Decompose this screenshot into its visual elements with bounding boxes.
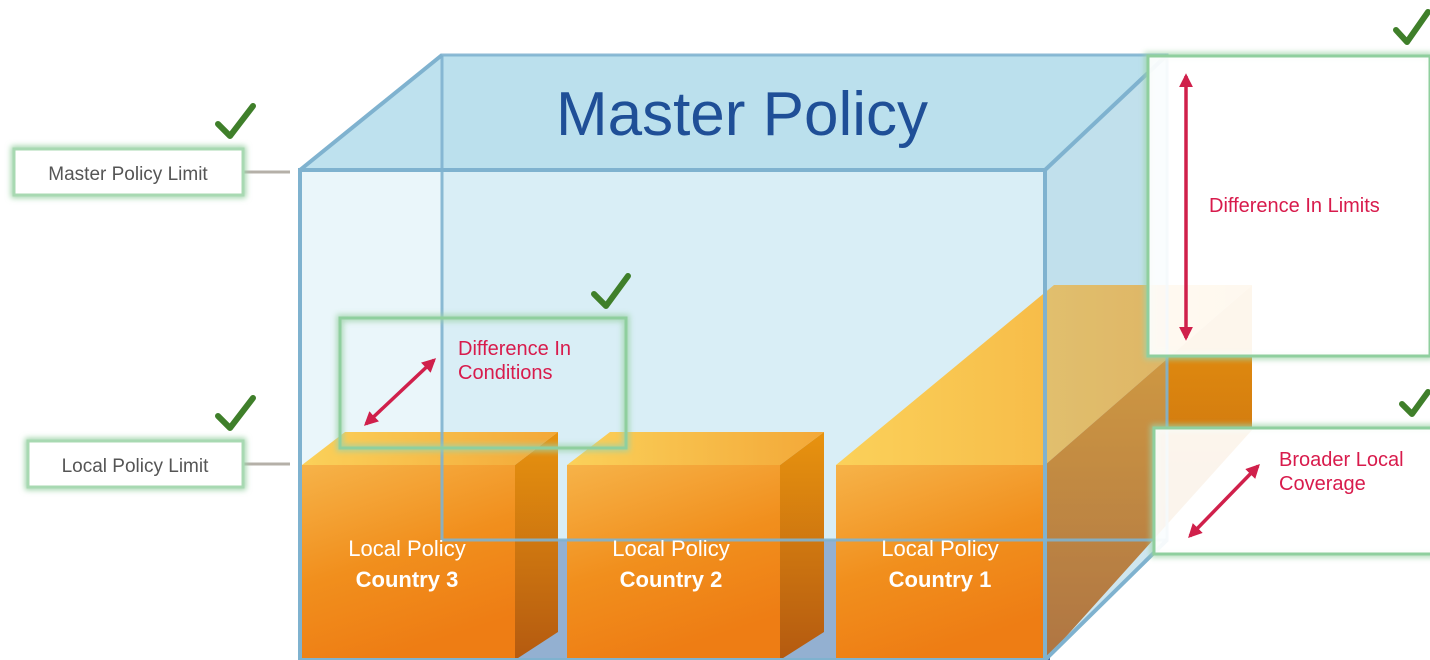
box-label-line1: Local Policy [612, 536, 729, 561]
box-label-line2: Country 1 [889, 567, 992, 592]
broader-coverage-callout: Broader Local Coverage [1150, 424, 1430, 558]
master-limit-label: Master Policy Limit [48, 164, 208, 185]
broader-coverage-line1: Broader Local [1279, 449, 1404, 471]
check-icon [215, 395, 256, 431]
diagram-title: Master Policy [556, 80, 928, 149]
box-label-line2: Country 2 [620, 567, 723, 592]
box-country-1-front [836, 465, 1045, 660]
diff-limits-callout: Difference In Limits [1144, 52, 1430, 360]
box-country-1-side [1045, 285, 1252, 660]
box-country-3-front [302, 465, 515, 660]
box-country-3-side [515, 432, 558, 660]
diff-limits-label: Difference In Limits [1209, 195, 1380, 217]
cube-right-overlay [1045, 55, 1167, 660]
cube-top-face [300, 55, 1167, 170]
double-arrow-icon [363, 358, 437, 426]
box-label-line2: Country 3 [356, 567, 459, 592]
box-label-country-1: Local Policy Country 1 [881, 536, 998, 592]
local-limit-label: Local Policy Limit [62, 456, 209, 477]
box-label-country-3: Local Policy Country 3 [348, 536, 465, 592]
box-label-line1: Local Policy [348, 536, 465, 561]
master-limit-callout: Master Policy Limit [11, 146, 246, 198]
check-icon [1399, 389, 1430, 417]
check-icon [1393, 9, 1430, 45]
check-icon [591, 273, 631, 309]
diff-conditions-line2: Conditions [458, 362, 553, 384]
check-icon [215, 103, 256, 139]
broader-coverage-line2: Coverage [1279, 473, 1366, 495]
box-label-line1: Local Policy [881, 536, 998, 561]
box-country-2-front [567, 465, 780, 660]
diff-conditions-line1: Difference In [458, 338, 571, 360]
box-label-country-2: Local Policy Country 2 [612, 536, 729, 592]
double-arrow-icon [1188, 463, 1260, 539]
diff-conditions-callout: Difference In Conditions [336, 314, 630, 452]
box-country-2-side [780, 432, 824, 660]
local-limit-callout: Local Policy Limit [25, 438, 246, 490]
box-country-2-top [567, 432, 824, 465]
